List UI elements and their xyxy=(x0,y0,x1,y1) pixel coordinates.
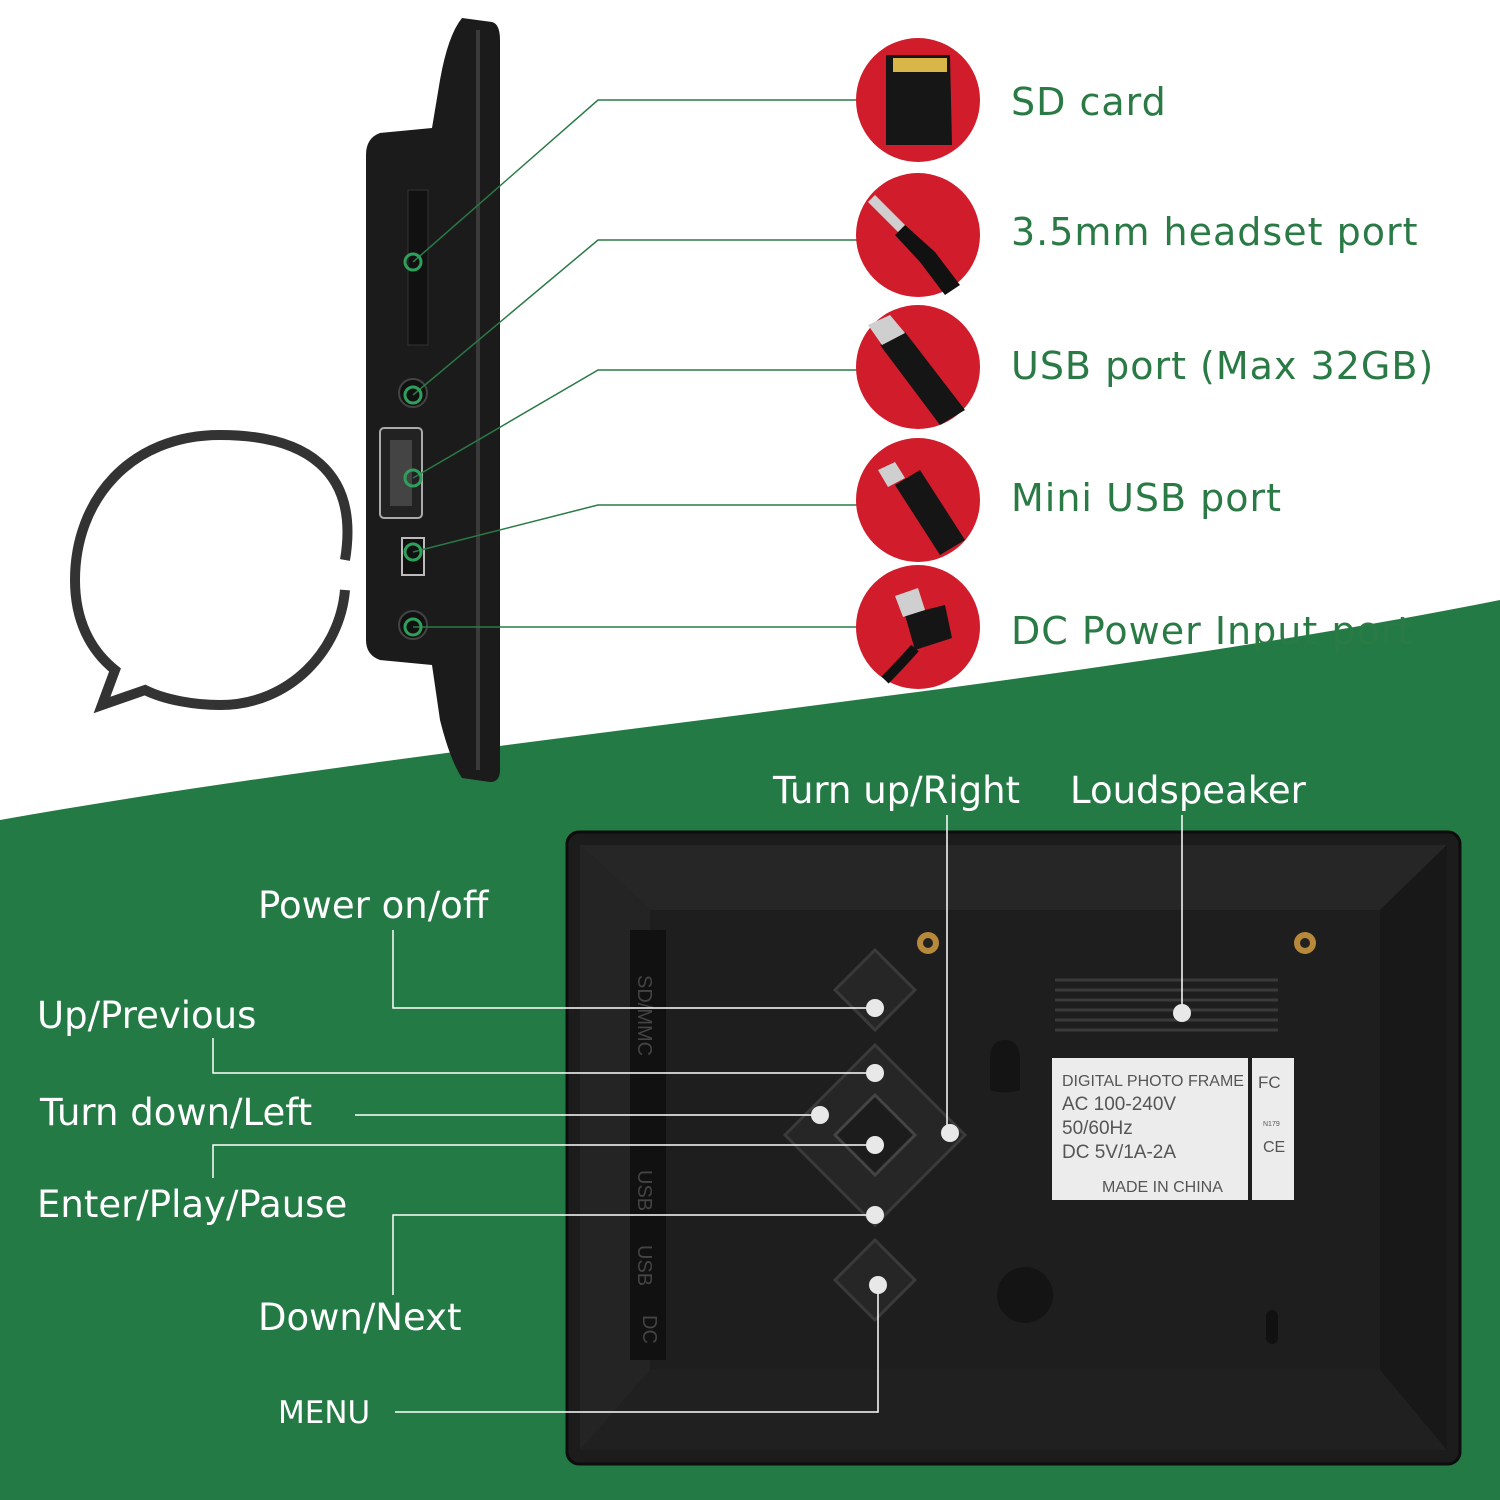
strip-label-sdmmc: SD/MMC xyxy=(633,975,655,1056)
enter-button[interactable] xyxy=(832,1092,918,1178)
port-label-headset: 3.5mm headset port xyxy=(1011,210,1419,254)
rating-line-1: DIGITAL PHOTO FRAME xyxy=(1062,1073,1244,1090)
side-view-frame xyxy=(69,18,500,782)
rear-slot xyxy=(1266,1310,1278,1344)
back-bevel-bottom xyxy=(580,1370,1447,1450)
leader-up-previous xyxy=(212,1038,875,1074)
dot-loudspeaker xyxy=(1173,1004,1191,1022)
port-label-sd: SD card xyxy=(1011,80,1167,124)
dot-down-next xyxy=(866,1206,884,1224)
leader-miniusb xyxy=(412,504,860,553)
label-loudspeaker: Loudspeaker xyxy=(1070,769,1306,812)
dot-dc xyxy=(403,617,423,637)
dot-miniusb xyxy=(403,542,423,562)
usb-stick-body xyxy=(880,332,965,425)
label-turn-up-right: Turn up/Right xyxy=(773,769,1021,812)
rating-line-5: MADE IN CHINA xyxy=(1102,1179,1223,1196)
usb-port-inner xyxy=(390,440,412,506)
dot-enter xyxy=(866,1136,884,1154)
fcc-mark: FC xyxy=(1258,1073,1281,1092)
dc-plug-tip xyxy=(895,588,925,617)
port-icon-sd xyxy=(856,38,980,162)
port-icon-headset xyxy=(856,173,980,297)
back-view-frame: DIGITAL PHOTO FRAME AC 100-240V 50/60Hz … xyxy=(565,830,1462,1466)
port-icon-dc xyxy=(856,565,980,689)
dc-plug-body xyxy=(905,605,952,650)
label-power: Power on/off xyxy=(258,884,489,927)
rating-line-4: DC 5V/1A-2A xyxy=(1062,1142,1176,1163)
strip-label-dc: DC xyxy=(638,1315,660,1344)
button-dots xyxy=(811,999,1191,1294)
dot-power xyxy=(866,999,884,1017)
port-icon-usb xyxy=(856,305,980,429)
dot-turn-up-right xyxy=(941,1124,959,1142)
back-bevel-right xyxy=(1380,845,1447,1450)
port-label-usb: USB port (Max 32GB) xyxy=(1011,344,1435,388)
dot-sd xyxy=(403,252,423,272)
leader-headset xyxy=(412,239,860,396)
button-cluster xyxy=(782,947,968,1323)
wall-mount-keyhole xyxy=(990,1040,1020,1093)
button-leader-lines xyxy=(212,815,1183,1413)
leader-enter xyxy=(212,1144,875,1178)
port-label-dc: DC Power Input port xyxy=(1011,609,1414,653)
back-bevel xyxy=(580,845,1447,910)
label-turn-down-left: Turn down/Left xyxy=(40,1091,313,1134)
sd-card-shape xyxy=(886,55,952,145)
strip-label-usb-1: USB xyxy=(633,1170,655,1211)
power-button[interactable] xyxy=(832,947,918,1033)
speaker-grille xyxy=(1055,978,1278,1032)
leader-power xyxy=(392,930,875,1009)
screw-hole-left-inner xyxy=(923,938,933,948)
sd-card-contacts xyxy=(893,58,947,72)
usb-stick-connector xyxy=(868,315,905,345)
port-icon-miniusb xyxy=(856,438,980,562)
rating-label-marks-panel xyxy=(1252,1058,1294,1200)
rating-line-2: AC 100-240V xyxy=(1062,1094,1176,1115)
mini-usb-tip xyxy=(878,462,905,487)
dot-up-previous xyxy=(866,1064,884,1082)
port-label-miniusb: Mini USB port xyxy=(1011,476,1283,520)
frame-side-body xyxy=(366,18,500,782)
mini-usb-plug xyxy=(895,470,965,555)
leader-menu xyxy=(395,1285,879,1413)
jack-body xyxy=(895,225,960,295)
leader-down-next xyxy=(392,1214,875,1295)
strip-label-usb-2: USB xyxy=(633,1245,655,1286)
dc-cable xyxy=(881,644,919,684)
leader-sd xyxy=(412,99,860,263)
ce-mark: CE xyxy=(1263,1139,1285,1156)
rating-label-card xyxy=(1052,1058,1248,1200)
stand-ring xyxy=(69,429,353,714)
rating-label-text: DIGITAL PHOTO FRAME AC 100-240V 50/60Hz … xyxy=(1062,1073,1285,1196)
dot-headset xyxy=(403,385,423,405)
port-leader-lines xyxy=(412,99,860,628)
dot-turn-down-left xyxy=(811,1106,829,1124)
dot-menu xyxy=(869,1276,887,1294)
rcm-number: N179 xyxy=(1263,1121,1280,1128)
stand-mount xyxy=(997,1267,1053,1323)
dot-usb xyxy=(403,468,423,488)
label-menu: MENU xyxy=(278,1395,371,1431)
jack-pin xyxy=(868,195,905,232)
port-dots xyxy=(403,252,423,637)
rating-line-3: 50/60Hz xyxy=(1062,1118,1133,1139)
leader-usb xyxy=(412,369,860,479)
label-down-next: Down/Next xyxy=(258,1296,462,1339)
label-up-previous: Up/Previous xyxy=(37,994,257,1037)
headset-jack-icon xyxy=(856,173,980,297)
screw-hole-right-inner xyxy=(1300,938,1310,948)
label-enter: Enter/Play/Pause xyxy=(37,1183,348,1226)
side-strip-labels: SD/MMC USB USB DC xyxy=(633,975,660,1344)
